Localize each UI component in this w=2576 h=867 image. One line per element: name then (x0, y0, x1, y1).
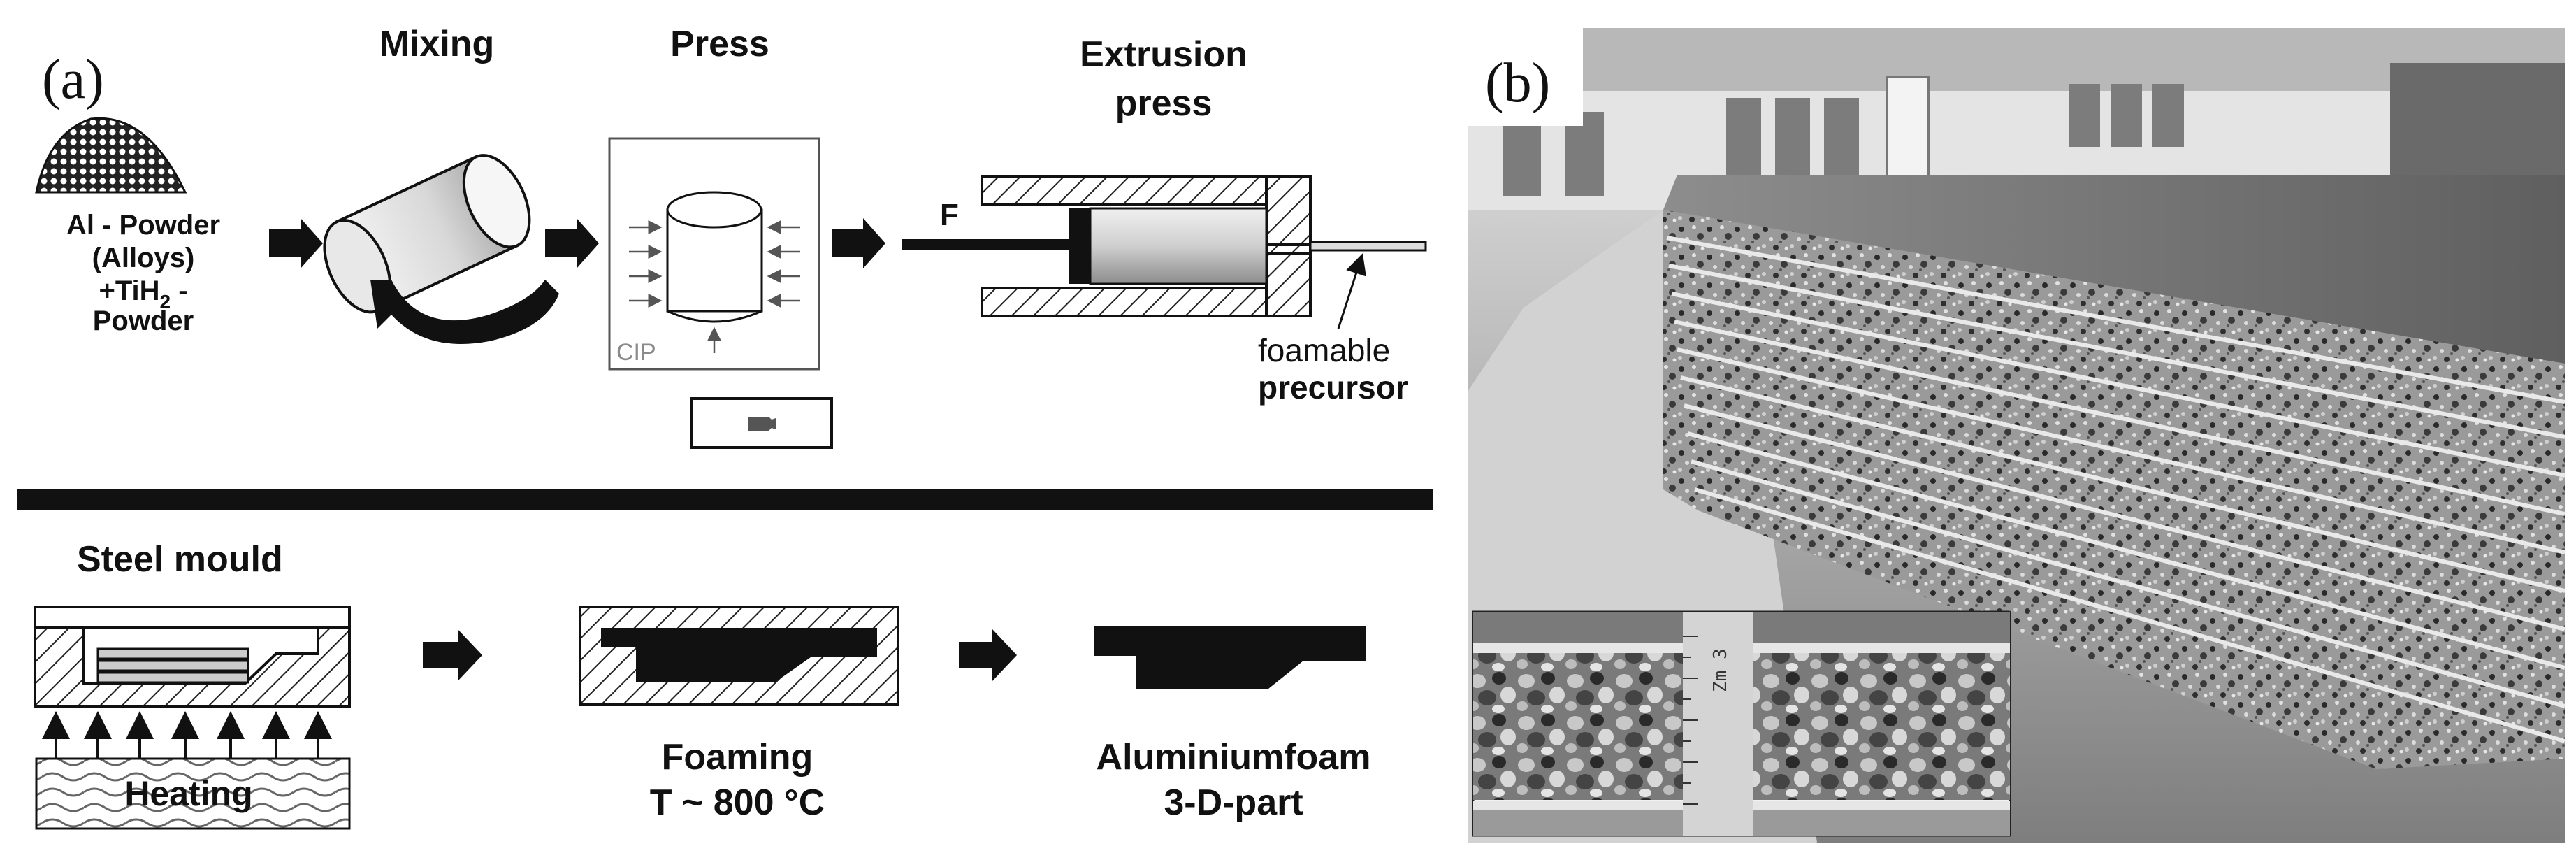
pressure-arrows-icon (629, 220, 800, 353)
panel-seams (1666, 236, 2566, 743)
panel-b-label: (b) (1485, 52, 1550, 114)
panel-a-label: (a) (42, 49, 104, 110)
foaming-label-1: Foaming (662, 737, 813, 778)
heating-label: Heating (124, 774, 252, 813)
steel-mould-title: Steel mould (77, 539, 283, 580)
press-title: Press (670, 24, 769, 64)
arrow-icon (269, 218, 323, 268)
arrow-icon (545, 218, 599, 268)
heating-bath (35, 757, 351, 830)
extrusion-press-icon (902, 175, 1427, 317)
powder-label-4: Powder (93, 306, 194, 336)
extrusion-title-1: Extrusion (1080, 34, 1247, 75)
mixing-drum-icon (323, 154, 531, 314)
inset-cross-section: Zm 3 (1472, 610, 2011, 837)
precursor-label-2: precursor (1258, 369, 1408, 406)
product-label-1: Aluminiumfoam (1097, 737, 1371, 778)
precursor-label-1: foamable (1258, 332, 1390, 368)
precursor-pointer (1337, 253, 1366, 329)
foam-panel-stack (1663, 210, 2565, 769)
arrow-icon (959, 629, 1017, 681)
cip-label: CIP (616, 339, 656, 366)
powder-label-3: +TiH2 - (99, 275, 187, 313)
foaming-mould-icon (579, 606, 899, 706)
force-label: F (940, 198, 959, 232)
rotation-arrow-icon (370, 280, 559, 345)
ruler-marks: Zm 3 (1710, 648, 1731, 692)
section-divider (17, 489, 1433, 510)
compact-billet-icon (748, 417, 776, 431)
arrow-icon (832, 218, 885, 268)
powder-label-2: (Alloys) (92, 243, 195, 273)
panel-b-photo: Zm 3 (b) (1468, 28, 2566, 843)
powder-pile-icon (35, 117, 187, 194)
foam-part-icon (1094, 626, 1366, 689)
extrusion-title-2: press (1115, 83, 1213, 124)
foaming-label-2: T ~ 800 °C (650, 782, 825, 823)
arrow-icon (423, 629, 482, 681)
powder-label-1: Al - Powder (66, 210, 220, 241)
mixing-title: Mixing (379, 24, 495, 64)
press-cylinder-icon (666, 191, 763, 323)
ruler (1683, 612, 1753, 836)
steel-mould-icon (34, 606, 351, 708)
product-label-2: 3-D-part (1164, 782, 1303, 823)
panel-a: (a) Al - Powder (Alloys) +TiH2 - Powder … (17, 24, 1433, 830)
